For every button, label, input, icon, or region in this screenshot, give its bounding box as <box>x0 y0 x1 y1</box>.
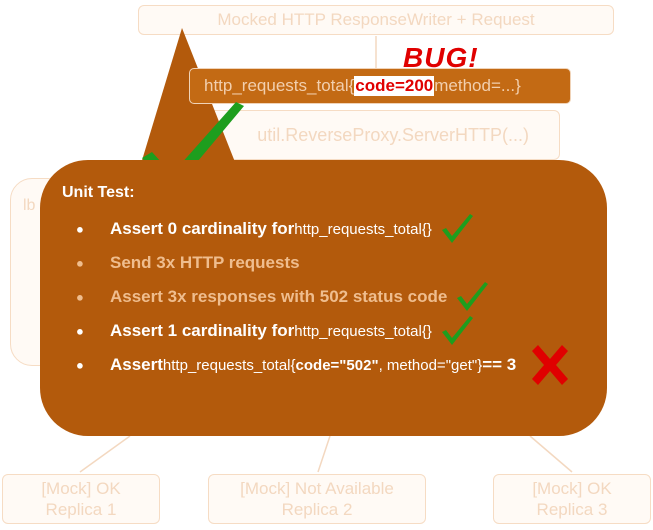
step-4-normal: http_requests_total{} <box>294 322 432 340</box>
bubble-tail-shape <box>130 28 250 200</box>
step-2: ● Send 3x HTTP requests <box>62 246 585 280</box>
check-icon <box>441 316 473 345</box>
mocked-http-label: Mocked HTTP ResponseWriter + Request <box>217 10 535 29</box>
replica-3-box: [Mock] OK Replica 3 <box>493 474 651 524</box>
lb-label: lb <box>23 197 36 214</box>
bullet-icon: ● <box>76 357 84 373</box>
bullet-icon: ● <box>76 221 84 237</box>
connector-replica-2 <box>317 435 331 473</box>
step-1: ● Assert 0 cardinality for http_requests… <box>62 212 585 246</box>
reverse-proxy-label: util.ReverseProxy.ServerHTTP(...) <box>257 124 529 145</box>
step-4: ● Assert 1 cardinality for http_requests… <box>62 314 585 348</box>
check-icon <box>441 214 473 243</box>
metric-code: code=200 <box>354 76 435 96</box>
metric-box: http_requests_total{code=200 method=...} <box>189 68 571 104</box>
step-5-normal-c: , method="get"} <box>378 356 483 374</box>
bullet-icon: ● <box>76 289 84 305</box>
replica-2-line2: Replica 2 <box>281 500 353 519</box>
step-5-bold: Assert <box>110 355 163 374</box>
replica-3-line2: Replica 3 <box>536 500 608 519</box>
step-1-bold: Assert 0 cardinality for <box>110 219 295 238</box>
bullet-icon: ● <box>76 323 84 339</box>
step-3: ● Assert 3x responses with 502 status co… <box>62 280 585 314</box>
unit-test-title: Unit Test: <box>62 184 135 201</box>
connector-replica-1 <box>79 435 131 473</box>
bullet-icon: ● <box>76 255 84 271</box>
reverse-proxy-box: util.ReverseProxy.ServerHTTP(...) <box>190 110 560 160</box>
step-3-bold: Assert 3x responses with 502 status code <box>110 287 448 306</box>
step-4-bold: Assert 1 cardinality for <box>110 321 295 340</box>
step-5-bold-d: == 3 <box>482 355 517 374</box>
step-2-bold: Send 3x HTTP requests <box>110 253 300 272</box>
cross-icon <box>532 345 569 385</box>
replica-3-line1: [Mock] OK <box>532 479 612 498</box>
step-5-normal-a: http_requests_total{ <box>162 356 296 374</box>
connector-replica-3 <box>529 435 573 473</box>
step-5: ● Assert http_requests_total{code="502",… <box>62 345 585 385</box>
replica-1-line1: [Mock] OK <box>41 479 121 498</box>
replica-2-line1: [Mock] Not Available <box>240 479 394 498</box>
step-5-bold-b: code="502" <box>295 356 379 374</box>
bug-label: BUG! <box>403 42 479 73</box>
metric-prefix: http_requests_total{ <box>204 76 355 95</box>
unit-test-steps: ● Assert 0 cardinality for http_requests… <box>62 212 585 385</box>
metric-suffix: method=...} <box>434 76 521 95</box>
check-icon <box>457 282 489 311</box>
replica-1-line2: Replica 1 <box>45 500 117 519</box>
replica-1-box: [Mock] OK Replica 1 <box>2 474 160 524</box>
unit-test-bubble: Unit Test: ● Assert 0 cardinality for ht… <box>40 160 607 436</box>
step-1-normal: http_requests_total{} <box>294 220 432 238</box>
mocked-http-box: Mocked HTTP ResponseWriter + Request <box>138 5 614 35</box>
